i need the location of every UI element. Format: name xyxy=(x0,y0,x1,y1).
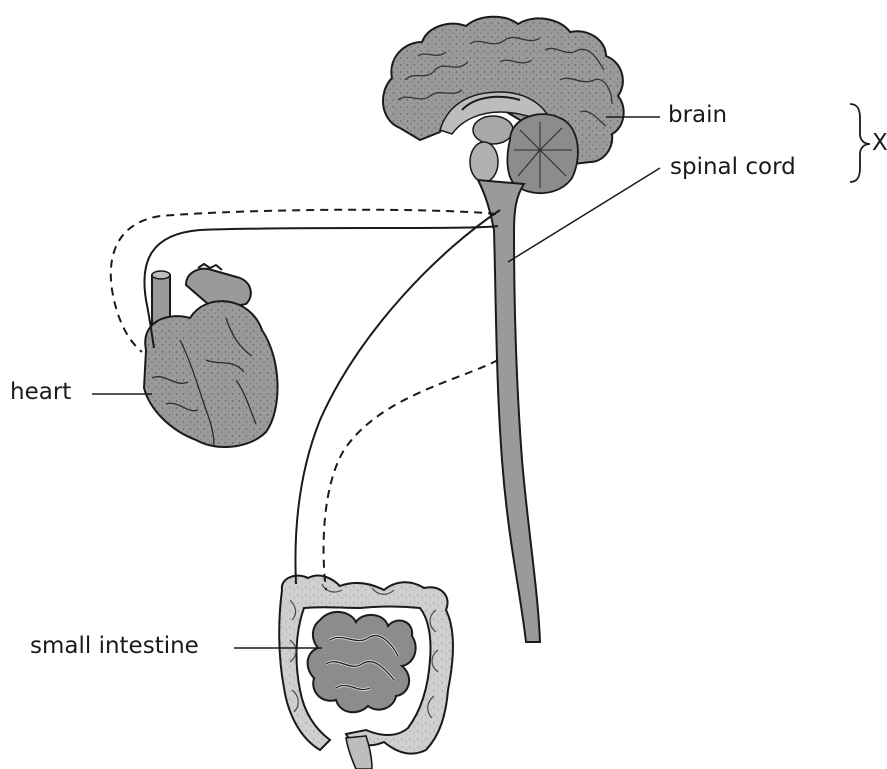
intestine-illustration xyxy=(279,576,453,769)
spinal-cord-label: spinal cord xyxy=(670,156,796,179)
brain-cerebellum xyxy=(507,114,577,193)
spinal-cord xyxy=(478,180,540,642)
small-intestine xyxy=(308,612,416,712)
group-x-label: X xyxy=(872,132,887,155)
heart-label: heart xyxy=(10,381,71,404)
small-intestine-label: small intestine xyxy=(30,635,199,658)
heart-illustration xyxy=(144,264,278,447)
brain-illustration xyxy=(383,17,624,193)
nerve-dashed-intestine xyxy=(324,360,498,590)
rectum xyxy=(346,736,372,769)
brain-label: brain xyxy=(668,104,727,127)
group-brace xyxy=(850,104,870,182)
nerve-solid-intestine xyxy=(295,210,500,584)
spinal-cord-illustration xyxy=(478,180,540,642)
